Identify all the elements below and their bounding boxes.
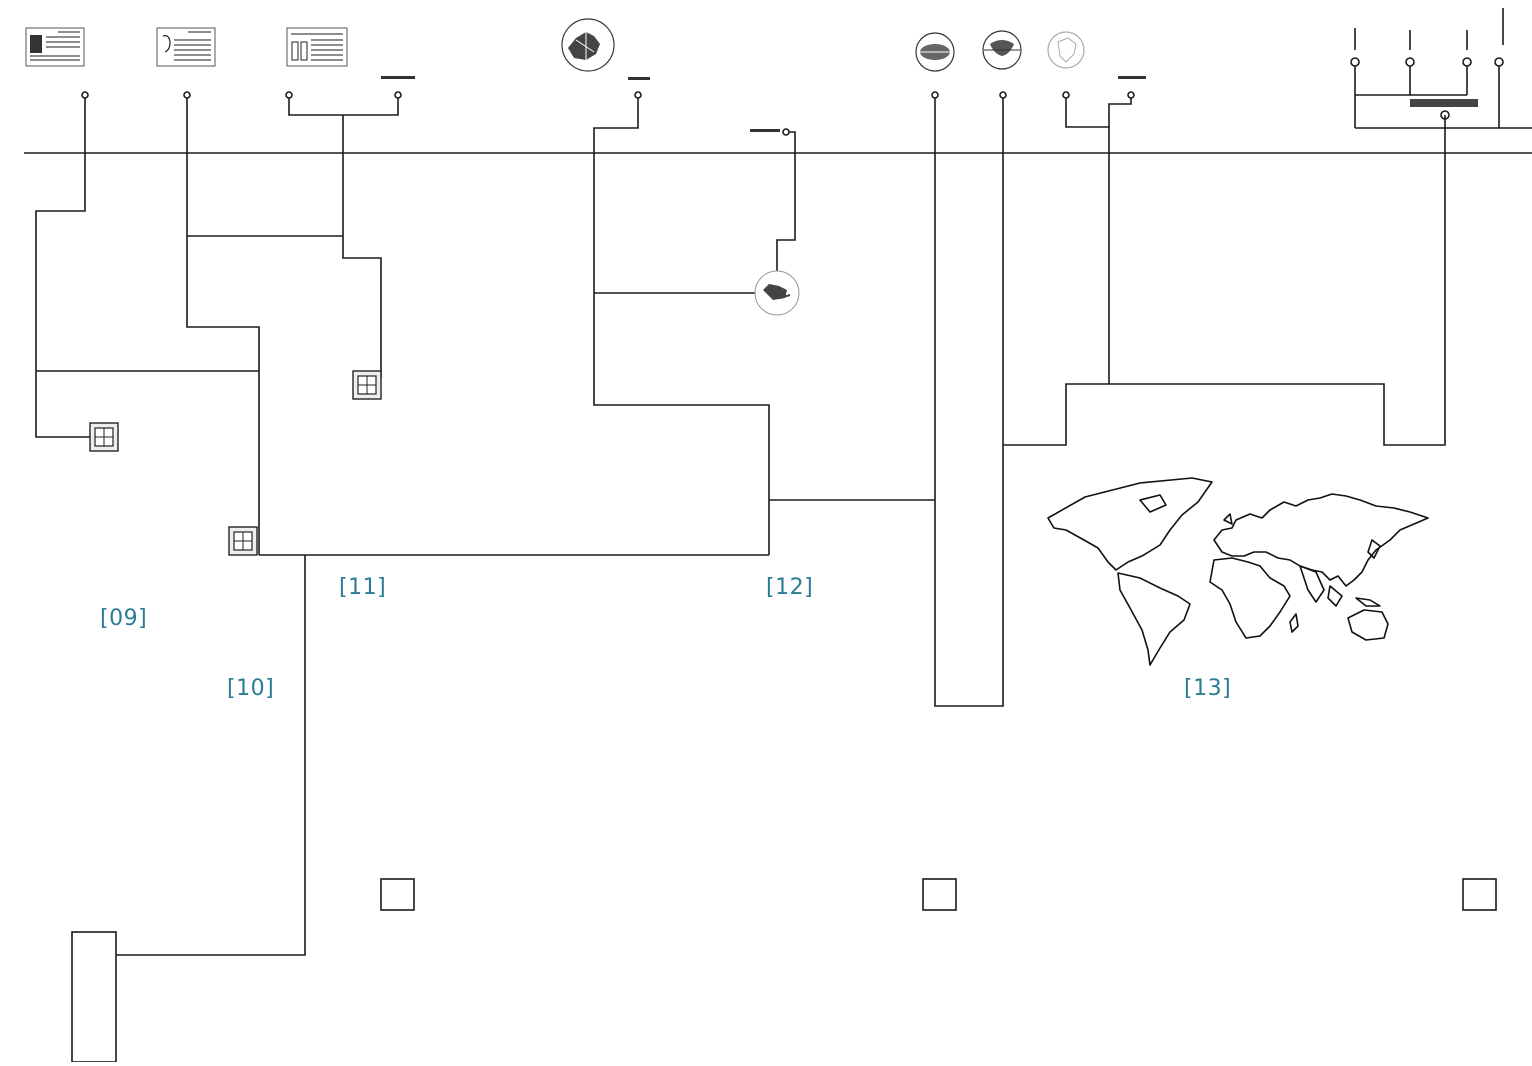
world-map-icon [1048, 478, 1428, 665]
empty-square [1463, 879, 1496, 910]
brazil-globe-icon [1048, 32, 1084, 68]
connector-doc3 [289, 95, 398, 115]
connector-globe1 [594, 95, 769, 555]
package-icon [353, 371, 381, 399]
portrait-document-thumbnail-icon [157, 28, 215, 66]
connector-doc1 [36, 95, 91, 437]
package-icon [90, 423, 118, 451]
empty-square [381, 879, 414, 910]
globe-icon-2 [916, 33, 954, 71]
globe-icon-4 [755, 271, 799, 315]
globe-icon-3 [983, 31, 1021, 69]
connector-brazil [1066, 95, 1109, 384]
package-icon [229, 527, 257, 555]
connector-doc2 [187, 95, 259, 555]
globe-icon-1 [562, 19, 614, 71]
reference-label-12: [12] [766, 575, 813, 600]
connector-globes [935, 95, 1003, 706]
reference-label-09: [09] [100, 606, 147, 631]
bottom-left-block [72, 932, 116, 1062]
reference-label-11: [11] [339, 575, 386, 600]
top-right-nodes [1351, 8, 1532, 128]
reference-label-13: [13] [1184, 676, 1231, 701]
empty-square [923, 879, 956, 910]
figures-document-thumbnail-icon [287, 28, 347, 66]
document-thumbnail-icon [26, 28, 84, 66]
reference-label-10: [10] [227, 676, 274, 701]
